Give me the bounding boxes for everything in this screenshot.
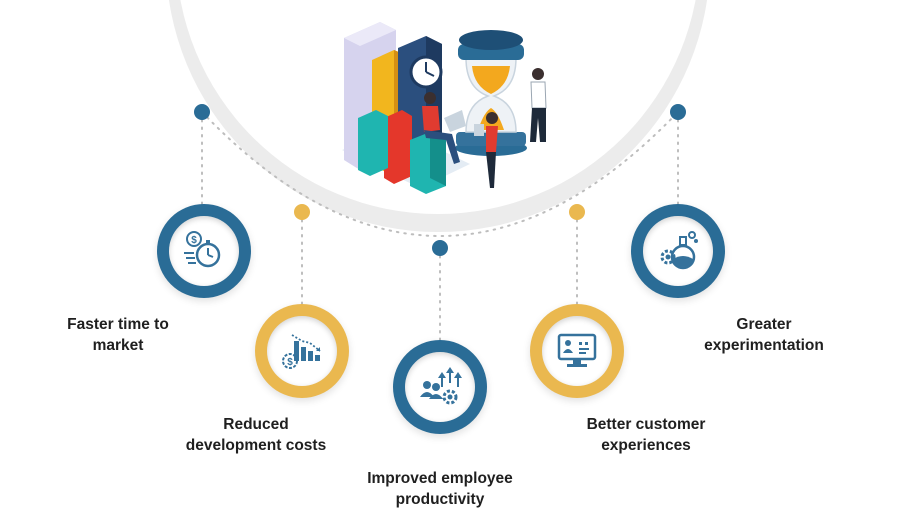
svg-text:$: $ <box>191 235 197 246</box>
benefit-3-label: Improved employee productivity <box>367 470 513 508</box>
standing-person-tablet <box>474 112 498 188</box>
red-bar <box>384 110 412 184</box>
benefit-4-label: Better customer experiences <box>586 416 706 454</box>
benefit-1-label: Faster time to market <box>67 316 169 354</box>
customer-rating-monitor-icon <box>557 333 597 367</box>
benefit-2-label: Reduced development costs <box>185 416 327 454</box>
standing-person <box>530 68 547 142</box>
teal-bar-left <box>358 110 388 176</box>
top-dot-left <box>194 104 210 120</box>
hourglass-icon <box>455 30 527 156</box>
benefit-5-label: Greater experimentation <box>704 316 824 354</box>
flask-gear-icon <box>660 231 698 270</box>
benefit-2-ring: $ <box>255 304 349 398</box>
declining-cost-chart-icon: $ <box>282 334 321 369</box>
person-with-laptop <box>422 92 466 164</box>
arc-dot-3 <box>432 240 448 256</box>
header-illustration <box>342 22 547 194</box>
top-dot-right <box>670 104 686 120</box>
money-stopwatch-icon: $ <box>184 231 221 268</box>
svg-text:$: $ <box>287 357 293 368</box>
arc-dot-2 <box>294 204 310 220</box>
dotted-arc <box>201 111 679 237</box>
benefit-4-ring <box>530 304 624 398</box>
team-growth-gear-icon <box>420 367 462 405</box>
arc-dot-4 <box>569 204 585 220</box>
benefit-1-ring: $ <box>157 204 251 298</box>
benefit-3-ring <box>393 340 487 434</box>
benefit-5-ring <box>631 204 725 298</box>
